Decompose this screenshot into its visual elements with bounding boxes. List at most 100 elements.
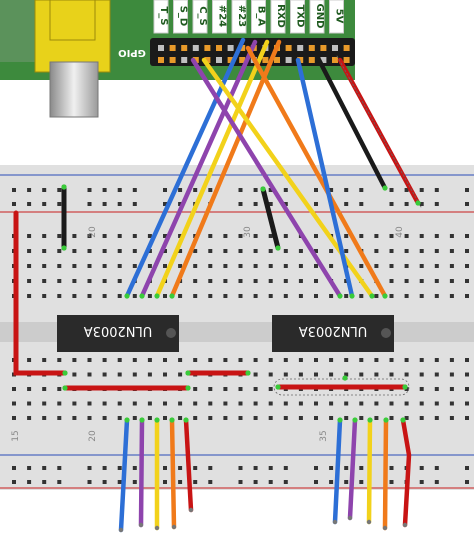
- rail-hole: [163, 202, 167, 206]
- terminal-hole: [283, 234, 288, 238]
- motor-wires: [118, 417, 412, 533]
- terminal-hole: [329, 264, 334, 268]
- terminal-hole: [42, 401, 47, 406]
- gpio-pin: [181, 57, 188, 63]
- terminal-hole: [253, 234, 258, 238]
- uln2003a-right: [272, 315, 394, 352]
- terminal-hole: [314, 372, 318, 377]
- terminal-hole: [193, 294, 198, 298]
- terminal-hole: [223, 249, 228, 253]
- connection-point: [245, 370, 251, 376]
- terminal-hole: [268, 279, 273, 283]
- terminal-hole: [72, 234, 77, 238]
- terminal-hole: [298, 294, 303, 298]
- video-connector-top: [49, 0, 96, 41]
- terminal-hole: [87, 264, 92, 268]
- gpio-pin-label: RXD: [275, 4, 286, 28]
- terminal-hole: [449, 416, 454, 420]
- terminal-hole: [359, 264, 364, 268]
- chip-left-label: ULN2003A: [84, 323, 153, 338]
- gpio-pin: [332, 57, 338, 63]
- rail-hole: [102, 188, 107, 192]
- wire-orange-left: [169, 39, 282, 299]
- rail-hole: [465, 188, 469, 192]
- rail-hole: [178, 188, 183, 192]
- gpio-pin: [192, 45, 199, 51]
- terminal-hole: [223, 264, 228, 268]
- terminal-hole: [298, 249, 303, 253]
- column-number-20-top: 20: [88, 226, 98, 238]
- rail-hole: [268, 480, 273, 484]
- gpio-pin: [343, 45, 350, 51]
- terminal-hole: [268, 372, 273, 377]
- terminal-hole: [329, 401, 334, 406]
- terminal-hole: [27, 279, 32, 283]
- rail-hole: [132, 480, 137, 484]
- rail-hole: [87, 188, 92, 192]
- terminal-hole: [27, 401, 32, 406]
- terminal-hole: [434, 372, 439, 377]
- wire-red-selection-outline: [336, 55, 422, 208]
- rail-hole: [117, 188, 122, 192]
- rail-hole: [57, 202, 62, 206]
- rail-hole: [12, 466, 16, 470]
- terminal-hole: [163, 249, 167, 253]
- terminal-hole: [238, 234, 243, 238]
- terminal-hole: [465, 264, 469, 268]
- terminal-hole: [404, 264, 409, 268]
- terminal-hole: [117, 372, 122, 377]
- connection-point: [337, 293, 343, 299]
- gpio-pin-label: B_A: [256, 6, 267, 27]
- terminal-hole: [389, 294, 394, 298]
- terminal-hole: [223, 279, 228, 283]
- terminal-hole: [359, 358, 364, 362]
- gpio-pin-label-box: [290, 0, 305, 34]
- terminal-hole: [283, 249, 288, 253]
- terminal-hole: [117, 416, 122, 420]
- terminal-hole: [344, 372, 349, 377]
- terminal-hole: [57, 279, 62, 283]
- terminal-hole: [465, 372, 469, 377]
- wire-motor-left-purple: [138, 417, 145, 528]
- wire-black-center-ground: [260, 186, 281, 251]
- rail-hole: [253, 480, 258, 484]
- rail-hole: [268, 466, 273, 470]
- rail-hole: [87, 466, 92, 470]
- terminal-hole: [268, 294, 273, 298]
- terminal-hole: [102, 401, 107, 406]
- terminal-hole: [465, 279, 469, 283]
- terminal-hole: [42, 416, 47, 420]
- terminal-hole: [57, 416, 62, 420]
- gpio-wires: [124, 37, 422, 299]
- terminal-hole: [389, 358, 394, 362]
- terminal-hole: [87, 416, 92, 420]
- wire-black-gpio-ground: [315, 55, 388, 191]
- terminal-hole: [314, 279, 318, 283]
- terminal-hole: [283, 372, 288, 377]
- wire-tip: [402, 522, 408, 528]
- terminal-hole: [465, 387, 469, 391]
- wire-motor-right-yellow: [366, 417, 373, 525]
- terminal-hole: [87, 249, 92, 253]
- connection-point: [352, 417, 358, 423]
- connection-point: [382, 185, 388, 191]
- chip-right-notch: [381, 328, 391, 338]
- terminal-hole: [27, 358, 32, 362]
- terminal-hole: [42, 264, 47, 268]
- terminal-hole: [163, 401, 167, 406]
- uln2003a-left: [57, 315, 179, 352]
- terminal-hole: [389, 372, 394, 377]
- connection-point: [369, 293, 375, 299]
- terminal-hole: [72, 279, 77, 283]
- terminal-hole: [72, 249, 77, 253]
- rail-hole: [344, 202, 349, 206]
- terminal-hole: [178, 234, 183, 238]
- rail-hole: [27, 188, 32, 192]
- connection-point: [154, 293, 160, 299]
- terminal-hole: [465, 249, 469, 253]
- gpio-pin: [216, 45, 222, 51]
- rail-hole: [208, 480, 213, 484]
- rail-hole: [238, 188, 243, 192]
- wire-tip: [171, 524, 177, 530]
